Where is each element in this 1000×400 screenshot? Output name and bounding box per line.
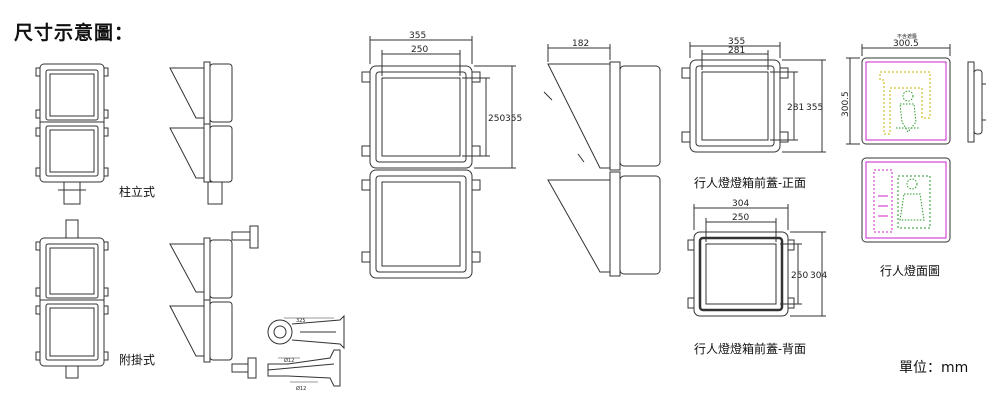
dim-front-h: 355 xyxy=(806,103,823,113)
dim-main-width: 355 xyxy=(409,31,426,41)
bracket-dim: 325 xyxy=(296,318,306,324)
front-cover-front-view xyxy=(681,42,826,153)
dim-main-height-inner: 250 xyxy=(488,114,505,124)
lamp-face-side xyxy=(967,61,986,143)
unit-label: 單位：mm xyxy=(899,360,969,376)
dim-face-width: 300.5 xyxy=(893,39,919,49)
label-front-cover-back: 行人燈燈箱前蓋-背面 xyxy=(694,342,807,356)
label-lamp-face: 行人燈面圖 xyxy=(880,264,941,278)
dim-front-width: 355 xyxy=(728,37,745,47)
pole-mount-front-view xyxy=(35,63,109,205)
lamp-face-top xyxy=(846,44,951,145)
bracket-detail-bottom xyxy=(267,349,341,387)
face-note: 不含遮簷 xyxy=(897,33,917,40)
label-pole-mount: 柱立式 xyxy=(119,185,156,199)
main-side-view xyxy=(543,44,661,277)
front-cover-back-view xyxy=(687,204,826,317)
dim-main-inner: 250 xyxy=(411,45,428,55)
dim-back-inner: 250 xyxy=(732,213,749,223)
main-front-view xyxy=(361,36,516,279)
dim-back-h: 304 xyxy=(810,271,827,281)
wall-mount-side-view xyxy=(169,225,259,379)
dim-face-height: 300.5 xyxy=(841,91,851,117)
label-front-cover-front: 行人燈燈箱前蓋-正面 xyxy=(694,176,807,190)
wall-mount-front-view xyxy=(35,219,109,379)
dim-back-width: 304 xyxy=(732,199,749,209)
lamp-face-bottom xyxy=(861,157,951,243)
page-title: 尺寸示意圖： xyxy=(14,22,135,44)
bracket-dim-2: Ø12 xyxy=(284,357,294,364)
pole-mount-side-view xyxy=(169,61,233,205)
bracket-detail-top xyxy=(267,314,345,350)
dim-front-inner: 281 xyxy=(728,46,745,56)
dim-main-height: 355 xyxy=(505,114,522,124)
label-wall-mount: 附掛式 xyxy=(119,353,156,367)
bracket-dim-3: Ø12 xyxy=(296,385,306,392)
dim-side-depth: 182 xyxy=(572,39,589,49)
dim-back-h-inner: 250 xyxy=(791,271,808,281)
dim-front-h-inner: 281 xyxy=(787,103,804,113)
